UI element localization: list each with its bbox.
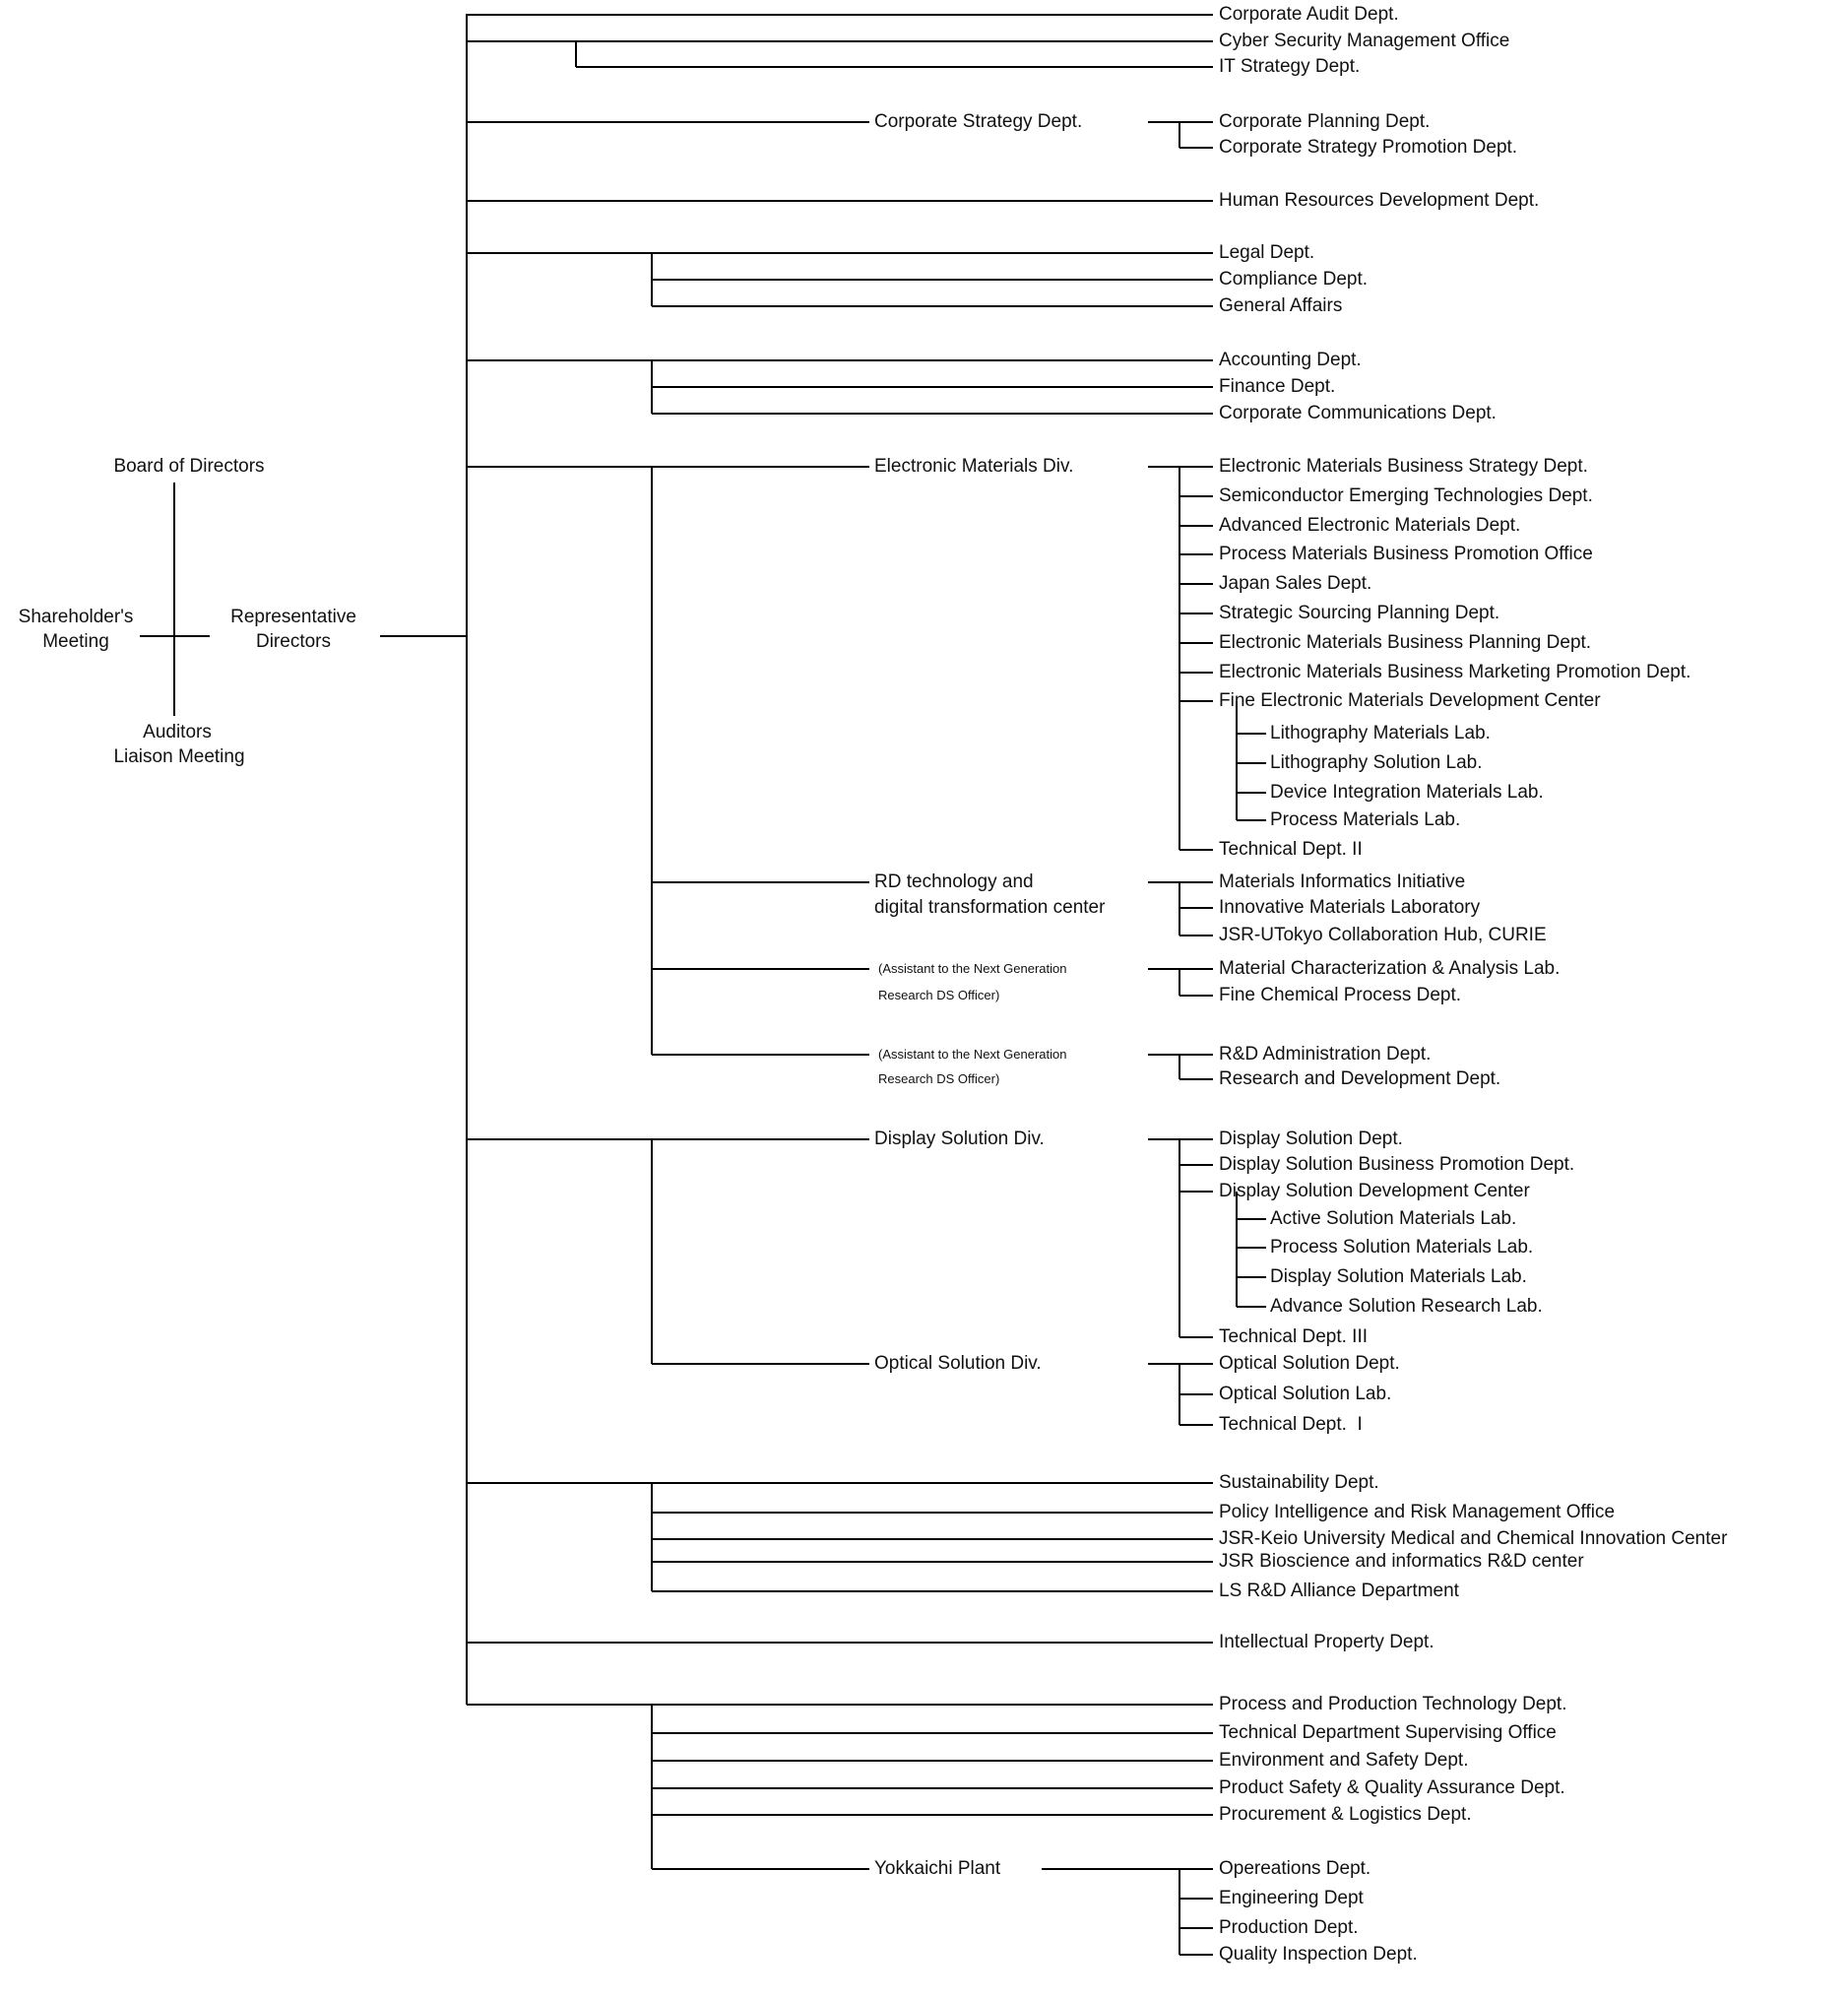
node-electronic-materials-div: Electronic Materials Div. xyxy=(874,456,1074,477)
node-procurement-logistics-dept: Procurement & Logistics Dept. xyxy=(1219,1804,1472,1825)
node-display-solution-div: Display Solution Div. xyxy=(874,1129,1045,1149)
node-intellectual-property-dept: Intellectual Property Dept. xyxy=(1219,1632,1434,1652)
node-legal-dept: Legal Dept. xyxy=(1219,242,1315,263)
node-em-business-marketing-promotion-dept: Electronic Materials Business Marketing … xyxy=(1219,662,1691,682)
node-innovative-materials-laboratory: Innovative Materials Laboratory xyxy=(1219,897,1481,918)
node-environment-and-safety-dept: Environment and Safety Dept. xyxy=(1219,1750,1469,1771)
node-corporate-planning-dept: Corporate Planning Dept. xyxy=(1219,111,1431,132)
node-assistant-2-line1: (Assistant to the Next Generation xyxy=(878,1047,1067,1062)
connector-group-sustainability xyxy=(467,1482,1213,1592)
node-technical-department-supervising-office: Technical Department Supervising Office xyxy=(1219,1722,1557,1743)
connector-group-corporate-strategy xyxy=(467,121,1213,149)
node-fine-chemical-process-dept: Fine Chemical Process Dept. xyxy=(1219,985,1462,1005)
node-corporate-strategy-promotion-dept: Corporate Strategy Promotion Dept. xyxy=(1219,137,1518,158)
node-finance-dept: Finance Dept. xyxy=(1219,376,1336,397)
node-em-business-strategy-dept: Electronic Materials Business Strategy D… xyxy=(1219,456,1588,477)
connector-group-legal xyxy=(467,252,1213,307)
node-it-strategy-dept: IT Strategy Dept. xyxy=(1219,56,1361,77)
node-material-characterization-analysis-lab: Material Characterization & Analysis Lab… xyxy=(1219,958,1561,979)
node-fine-electronic-materials-development-center: Fine Electronic Materials Development Ce… xyxy=(1219,690,1601,711)
connector-group-audit-it xyxy=(467,14,1213,68)
node-yokkaichi-plant: Yokkaichi Plant xyxy=(874,1858,1001,1879)
node-product-safety-quality-assurance-dept: Product Safety & Quality Assurance Dept. xyxy=(1219,1777,1565,1798)
node-lithography-materials-lab: Lithography Materials Lab. xyxy=(1270,723,1491,743)
node-auditors: Auditors xyxy=(143,722,212,742)
node-assistant-1-line2: Research DS Officer) xyxy=(878,988,1000,1002)
connector-group-display xyxy=(467,1138,1266,1364)
node-assistant-2-line2: Research DS Officer) xyxy=(878,1071,1000,1086)
node-process-solution-materials-lab: Process Solution Materials Lab. xyxy=(1270,1237,1534,1258)
node-production-dept: Production Dept. xyxy=(1219,1917,1359,1938)
node-display-solution-development-center: Display Solution Development Center xyxy=(1219,1181,1530,1201)
node-jsr-utokyo-collaboration-hub: JSR-UTokyo Collaboration Hub, CURIE xyxy=(1219,925,1547,945)
connector-group-plant xyxy=(467,1704,1213,1956)
node-ls-rd-alliance-department: LS R&D Alliance Department xyxy=(1219,1581,1459,1601)
node-optical-solution-div: Optical Solution Div. xyxy=(874,1353,1042,1374)
node-quality-inspection-dept: Quality Inspection Dept. xyxy=(1219,1944,1418,1965)
node-cyber-security-management-office: Cyber Security Management Office xyxy=(1219,31,1510,51)
node-technical-dept-1: Technical Dept. I xyxy=(1219,1414,1363,1435)
node-device-integration-materials-lab: Device Integration Materials Lab. xyxy=(1270,782,1544,803)
node-assistant-1-line1: (Assistant to the Next Generation xyxy=(878,961,1067,976)
node-lithography-solution-lab: Lithography Solution Lab. xyxy=(1270,752,1483,773)
node-shareholders-meeting-line1: Shareholder's xyxy=(18,607,134,627)
connector-group-assistant-2 xyxy=(652,1054,1213,1080)
node-japan-sales-dept: Japan Sales Dept. xyxy=(1219,573,1372,594)
node-representative-directors-line2: Directors xyxy=(255,631,332,652)
node-jsr-keio-innovation-center: JSR-Keio University Medical and Chemical… xyxy=(1219,1528,1728,1549)
node-corporate-communications-dept: Corporate Communications Dept. xyxy=(1219,403,1497,423)
node-rd-administration-dept: R&D Administration Dept. xyxy=(1219,1044,1432,1065)
node-optical-solution-dept: Optical Solution Dept. xyxy=(1219,1353,1400,1374)
node-corporate-audit-dept: Corporate Audit Dept. xyxy=(1219,4,1399,25)
node-general-affairs: General Affairs xyxy=(1219,295,1343,316)
node-process-materials-business-promotion-office: Process Materials Business Promotion Off… xyxy=(1219,544,1593,564)
node-display-solution-business-promotion-dept: Display Solution Business Promotion Dept… xyxy=(1219,1154,1575,1175)
node-jsr-bioscience-informatics-rd-center: JSR Bioscience and informatics R&D cente… xyxy=(1219,1551,1584,1572)
node-shareholders-meeting-line2: Meeting xyxy=(42,631,109,652)
node-materials-informatics-initiative: Materials Informatics Initiative xyxy=(1219,871,1466,892)
node-semiconductor-emerging-technologies-dept: Semiconductor Emerging Technologies Dept… xyxy=(1219,485,1593,506)
connector-group-electronic-materials xyxy=(467,466,1266,1055)
node-research-and-development-dept: Research and Development Dept. xyxy=(1219,1068,1501,1089)
node-technical-dept-2: Technical Dept. II xyxy=(1219,839,1363,860)
node-strategic-sourcing-planning-dept: Strategic Sourcing Planning Dept. xyxy=(1219,603,1500,623)
node-rd-center-line1: RD technology and xyxy=(874,871,1034,892)
node-human-resources-development-dept: Human Resources Development Dept. xyxy=(1219,190,1540,211)
node-process-and-production-technology-dept: Process and Production Technology Dept. xyxy=(1219,1694,1567,1714)
connector-group-accounting xyxy=(467,359,1213,415)
node-active-solution-materials-lab: Active Solution Materials Lab. xyxy=(1270,1208,1517,1229)
node-optical-solution-lab: Optical Solution Lab. xyxy=(1219,1384,1392,1404)
node-advanced-electronic-materials-dept: Advanced Electronic Materials Dept. xyxy=(1219,515,1521,536)
node-accounting-dept: Accounting Dept. xyxy=(1219,350,1362,370)
connector-group-rd-center xyxy=(652,881,1213,936)
node-compliance-dept: Compliance Dept. xyxy=(1219,269,1369,290)
node-liaison-meeting: Liaison Meeting xyxy=(113,746,245,767)
connector-group-assistant-1 xyxy=(652,968,1213,997)
node-representative-directors-line1: Representative xyxy=(230,607,356,627)
node-board-of-directors: Board of Directors xyxy=(113,456,265,477)
node-process-materials-lab: Process Materials Lab. xyxy=(1270,809,1461,830)
node-technical-dept-3: Technical Dept. III xyxy=(1219,1326,1369,1347)
node-advance-solution-research-lab: Advance Solution Research Lab. xyxy=(1270,1296,1543,1317)
node-corporate-strategy-dept: Corporate Strategy Dept. xyxy=(874,111,1083,132)
connector-left-cluster xyxy=(140,483,468,716)
node-display-solution-dept: Display Solution Dept. xyxy=(1219,1129,1403,1149)
node-engineering-dept: Engineering Dept xyxy=(1219,1888,1364,1908)
connector-group-optical xyxy=(652,1363,1213,1426)
node-em-business-planning-dept: Electronic Materials Business Planning D… xyxy=(1219,632,1592,653)
node-operations-dept: Opereations Dept. xyxy=(1219,1858,1371,1879)
node-display-solution-materials-lab: Display Solution Materials Lab. xyxy=(1270,1266,1527,1287)
node-rd-center-line2: digital transformation center xyxy=(874,897,1106,918)
node-policy-intelligence-risk-management-office: Policy Intelligence and Risk Management … xyxy=(1219,1502,1616,1522)
node-sustainability-dept: Sustainability Dept. xyxy=(1219,1472,1379,1493)
connectors xyxy=(140,14,1266,1956)
